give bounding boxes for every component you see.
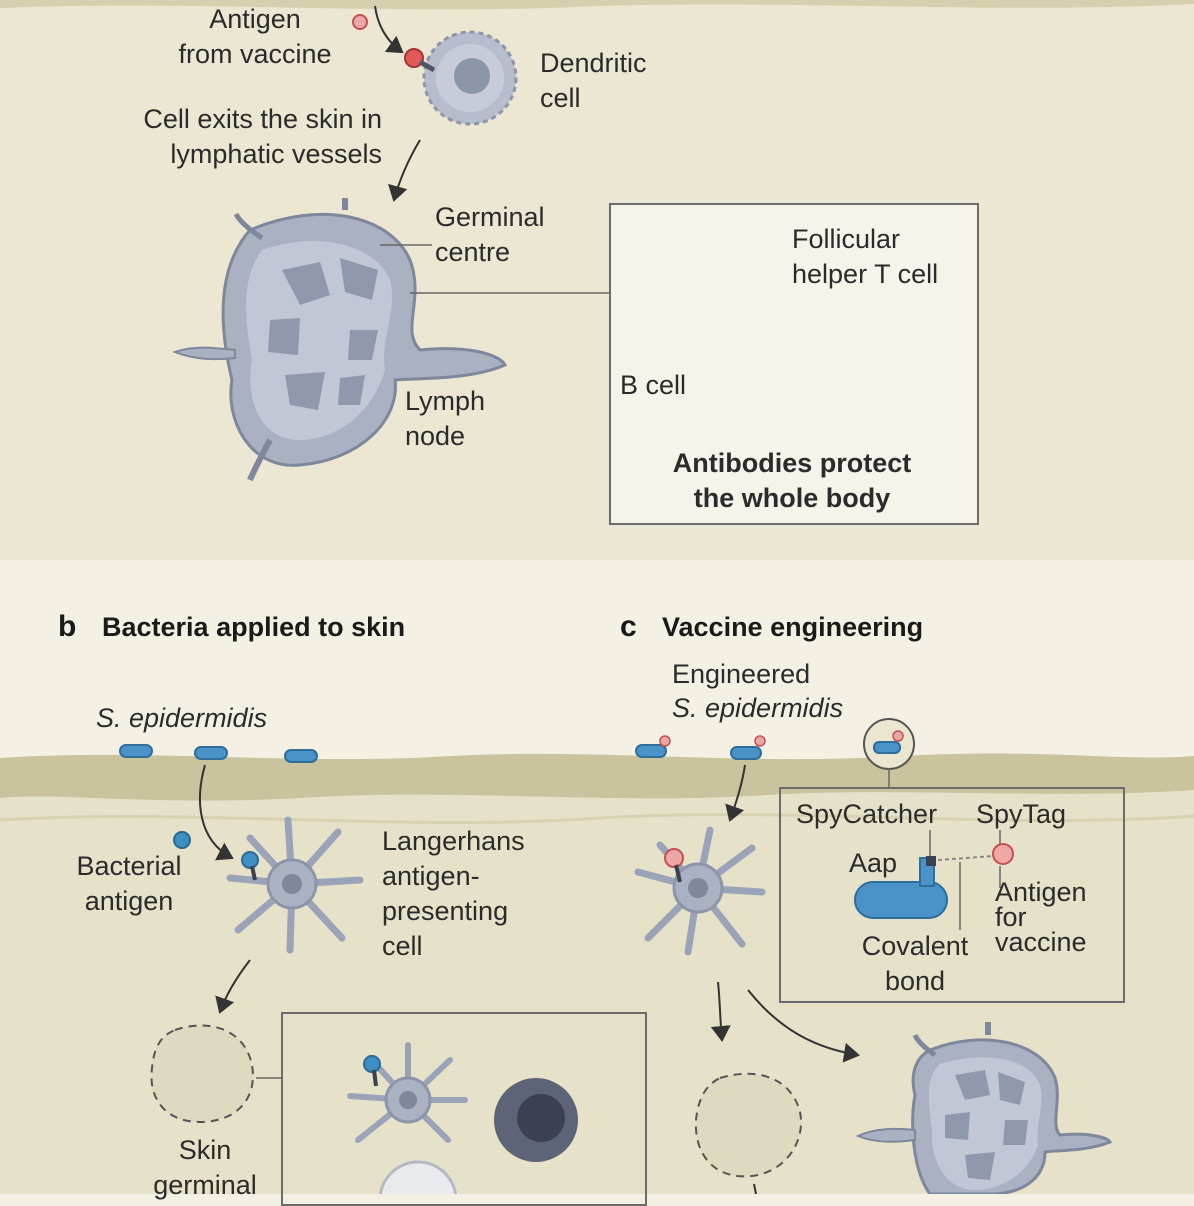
langerhans-cell-icon-b xyxy=(226,816,364,954)
lymph-node-icon xyxy=(172,198,508,482)
langerhans-antigen-b xyxy=(241,851,259,881)
inset-box-spycatcher xyxy=(779,787,1125,1003)
lymph-node-icon-c xyxy=(855,1022,1113,1194)
panel-c-letter: c xyxy=(620,610,637,643)
germinal-centre-label: Germinal centre xyxy=(435,202,545,267)
skin-germinal-label: Skin germinal xyxy=(153,1135,257,1200)
langerhans-antigen-c xyxy=(664,848,684,883)
arrow-bacteria-to-langerhans xyxy=(199,764,234,861)
cell-exits-skin-label: Cell exits the skin in lymphatic vessels xyxy=(143,104,382,169)
inset-box-panel-b xyxy=(281,1012,647,1206)
engineered-bacteria-c xyxy=(635,735,766,760)
aap-protein-icon xyxy=(854,856,948,919)
s-epidermidis-bacteria-b xyxy=(119,744,318,763)
dendritic-cell-label: Dendritic cell xyxy=(540,48,647,113)
langerhans-cell-label: Langerhans antigen- presenting cell xyxy=(382,826,525,961)
s-epidermidis-label-b: S. epidermidis xyxy=(96,703,268,733)
skin-germinal-region-b xyxy=(150,1024,254,1124)
covalent-bond-label: Covalent bond xyxy=(861,931,969,996)
panel-a-skin-edge xyxy=(0,0,1194,10)
antibodies-caption: Antibodies protect the whole body xyxy=(672,448,912,513)
arrow-antigen-to-dc xyxy=(374,5,404,54)
bacterial-antigen-label: Bacterial antigen xyxy=(76,851,182,916)
engineered-label: Engineered xyxy=(672,659,811,689)
bacterial-antigen-icon xyxy=(173,831,191,849)
spytag-label: SpyTag xyxy=(976,799,1067,829)
inset-b-antigen xyxy=(363,1055,381,1087)
panel-b-letter: b xyxy=(58,610,77,643)
arrow-langerhans-to-lymph-node-c xyxy=(747,989,860,1063)
skin-germinal-region-c xyxy=(694,1072,802,1178)
magnifier-circle xyxy=(863,718,915,770)
b-cell-label: B cell xyxy=(620,370,687,400)
panel-a-dermis xyxy=(0,0,1194,560)
spycatcher-label: SpyCatcher xyxy=(796,799,938,829)
panel-c-title: Vaccine engineering xyxy=(662,612,924,642)
follicular-helper-t-cell-label: Follicular helper T cell xyxy=(792,224,939,289)
vaccine-antigen-icon xyxy=(352,14,368,30)
spytag-link xyxy=(937,855,995,861)
aap-label: Aap xyxy=(849,848,898,878)
inset-b-b-cell-icon xyxy=(378,1160,458,1194)
antigen-for-vaccine-label: Antigen for vaccine xyxy=(995,877,1087,957)
dendritic-cell-icon xyxy=(404,30,518,126)
s-epidermidis-label-c: S. epidermidis xyxy=(672,693,844,723)
dermis-wave-line xyxy=(0,813,1194,825)
lymph-node-label: Lymph node xyxy=(405,386,486,451)
antigen-from-vaccine-label: Antigen from vaccine xyxy=(178,4,332,69)
small-arrow-c xyxy=(753,1183,757,1194)
inset-langerhans-cell-icon xyxy=(347,1042,468,1143)
inset-box-panel-a xyxy=(609,203,979,525)
inset-b-t-cell-icon xyxy=(494,1078,578,1162)
arrow-langerhans-to-skin-germinal xyxy=(215,959,251,1014)
arrow-bacteria-to-langerhans-c xyxy=(725,764,746,822)
arrow-dc-to-lymph-node xyxy=(388,139,421,202)
spytag-antigen-icon xyxy=(992,843,1014,865)
arrow-langerhans-to-skin-germinal-c xyxy=(710,981,731,1042)
panel-b-title: Bacteria applied to skin xyxy=(102,612,406,642)
